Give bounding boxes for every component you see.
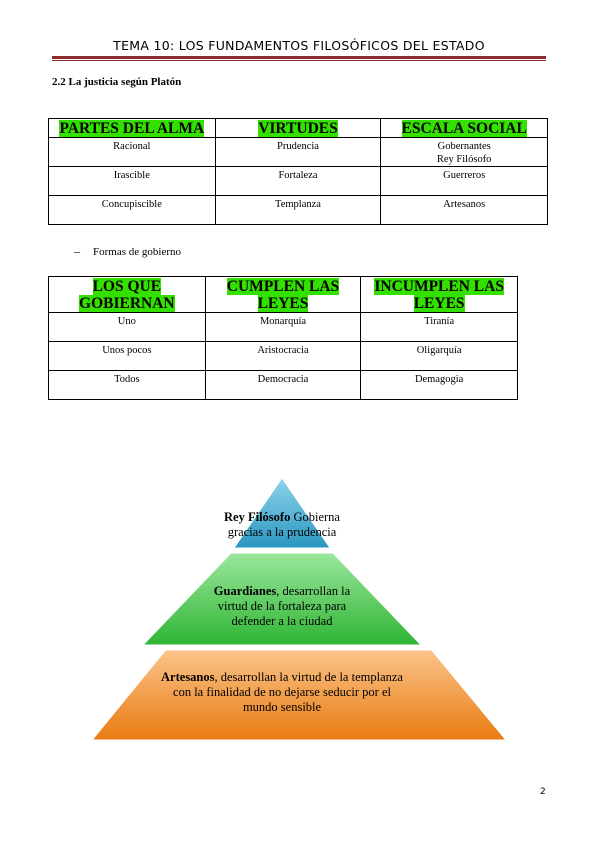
pyramid-tier-bottom <box>91 649 507 741</box>
table-cell: Demagogia <box>360 370 518 400</box>
table-cell: Artesanos <box>380 195 548 225</box>
table-cell: Democracia <box>204 370 362 400</box>
header-rule-thin <box>52 60 546 61</box>
table-cell: Aristocracia <box>204 341 362 371</box>
table-header-row: PARTES DEL ALMA VIRTUDES ESCALA SOCIAL <box>48 118 548 138</box>
column-header: PARTES DEL ALMA <box>48 118 216 138</box>
table-row: Concupiscible Templanza Artesanos <box>48 195 548 225</box>
justice-table: PARTES DEL ALMA VIRTUDES ESCALA SOCIAL R… <box>48 118 548 225</box>
column-header: VIRTUDES <box>214 118 382 138</box>
table-cell: Concupiscible <box>48 195 216 225</box>
table-cell: Irascible <box>48 166 216 196</box>
page-header: TEMA 10: LOS FUNDAMENTOS FILOSÓFICOS DEL… <box>113 38 485 53</box>
table-cell: Fortaleza <box>214 166 382 196</box>
pyramid-graphic <box>91 477 507 741</box>
page-number: 2 <box>540 787 546 797</box>
bullet-text: Formas de gobierno <box>93 246 181 258</box>
table-row: Unos pocos Aristocracia Oligarquía <box>48 341 518 371</box>
table-cell: Todos <box>48 370 206 400</box>
table-cell: Templanza <box>214 195 382 225</box>
table-cell: Prudencia <box>214 137 382 167</box>
table-row: Irascible Fortaleza Guerreros <box>48 166 548 196</box>
header-rule <box>52 56 546 59</box>
table-row: Uno Monarquía Tiranía <box>48 312 518 342</box>
section-title: 2.2 La justicia según Platón <box>52 76 182 88</box>
table-cell: Tiranía <box>360 312 518 342</box>
pyramid-tier-middle <box>141 552 423 646</box>
pyramid-bottom-text: Artesanos, desarrollan la virtud de la t… <box>161 670 403 714</box>
table-cell: Racional <box>48 137 216 167</box>
bullet-dash: – <box>74 244 80 258</box>
table-cell: Oligarquía <box>360 341 518 371</box>
table-cell: Uno <box>48 312 206 342</box>
pyramid-tier-top <box>233 477 331 549</box>
table-cell: Monarquía <box>204 312 362 342</box>
table-cell: Unos pocos <box>48 341 206 371</box>
column-header: ESCALA SOCIAL <box>380 118 548 138</box>
table-cell: Guerreros <box>380 166 548 196</box>
table-row: Todos Democracia Demagogia <box>48 370 518 400</box>
